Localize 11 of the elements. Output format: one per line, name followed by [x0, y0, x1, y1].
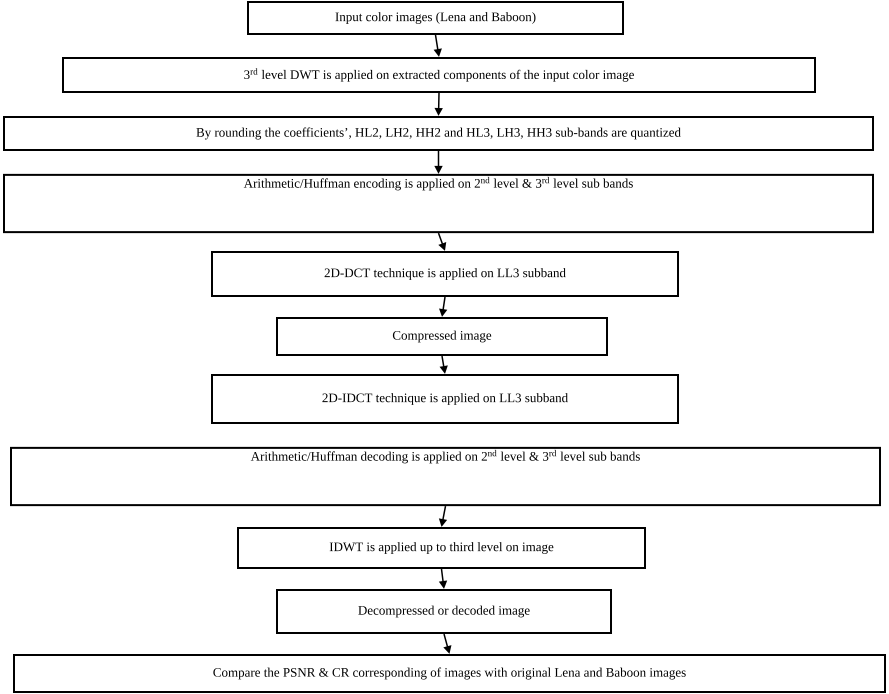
process-box: IDWT is applied up to third level on image [237, 527, 646, 569]
process-box: 2D-IDCT technique is applied on LL3 subband [211, 374, 679, 424]
process-box: Compare the PSNR & CR corresponding of images with original Lena and Baboon images [13, 654, 886, 693]
process-box: Arithmetic/Huffman encoding is applied on 2$^{nd}$ level & 3$^{rd}$ level sub bands [3, 174, 874, 234]
process-box: Input color images (Lena and Baboon) [247, 1, 624, 35]
process-box: By rounding the coefficients’, HL2, LH2, HH2 and HL3, LH3, HH3 sub-bands are quantized [3, 116, 874, 151]
process-box: Arithmetic/Huffman decoding is applied on 2$^{nd}$ level & 3$^{rd}$ level sub bands [10, 446, 881, 506]
process-box: 3$^{rd}$ level DWT is applied on extracted components of the input color image [62, 57, 816, 93]
process-box: 2D-DCT technique is applied on LL3 subband [211, 251, 679, 297]
process-box: Compressed image [276, 317, 608, 356]
process-box: Decompressed or decoded image [276, 589, 612, 634]
